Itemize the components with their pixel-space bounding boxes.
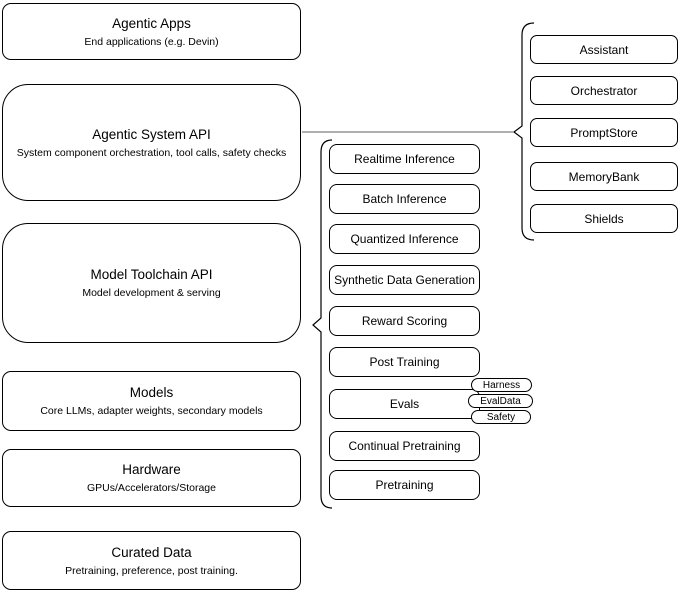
- node-evals: Evals: [329, 389, 480, 419]
- evals-tag-evaldata: EvalData: [468, 394, 533, 408]
- components-brace: [513, 22, 535, 241]
- node-label: Assistant: [579, 42, 629, 57]
- node-label: Evals: [389, 397, 420, 411]
- node-continual-pretraining: Continual Pretraining: [329, 431, 480, 461]
- tag-label: EvalData: [480, 395, 521, 407]
- node-label: Post Training: [369, 355, 440, 369]
- node-label: Pretraining: [375, 478, 434, 492]
- toolchain-brace: [312, 139, 333, 509]
- node-label: Reward Scoring: [361, 314, 448, 328]
- node-subtitle: System component orchestration, tool cal…: [16, 146, 287, 159]
- node-label: Shields: [584, 211, 624, 226]
- node-label: Batch Inference: [362, 192, 447, 206]
- node-label: Quantized Inference: [350, 232, 459, 246]
- node-label: Synthetic Data Generation: [334, 273, 475, 287]
- node-title: Curated Data: [111, 544, 192, 560]
- node-title: Agentic Apps: [112, 15, 191, 31]
- node-pretraining: Pretraining: [329, 470, 480, 500]
- node-title: Models: [129, 385, 174, 400]
- node-assistant: Assistant: [530, 35, 678, 64]
- node-agentic-system-api: Agentic System API System component orch…: [2, 84, 301, 201]
- node-subtitle: Core LLMs, adapter weights, secondary mo…: [40, 405, 263, 417]
- node-reward-scoring: Reward Scoring: [329, 306, 480, 336]
- tag-label: Harness: [482, 379, 521, 391]
- node-post-training: Post Training: [329, 347, 480, 377]
- node-models: Models Core LLMs, adapter weights, secon…: [2, 371, 301, 431]
- node-title: Hardware: [122, 462, 181, 477]
- node-label: Orchestrator: [570, 83, 638, 98]
- node-label: Realtime Inference: [354, 152, 455, 166]
- node-agentic-apps: Agentic Apps End applications (e.g. Devi…: [2, 3, 301, 60]
- node-orchestrator: Orchestrator: [530, 76, 678, 105]
- node-label: Continual Pretraining: [348, 439, 461, 453]
- node-realtime-inference: Realtime Inference: [329, 144, 480, 174]
- node-shields: Shields: [530, 204, 678, 233]
- node-label: PromptStore: [570, 125, 638, 140]
- node-title: Model Toolchain API: [90, 267, 213, 282]
- node-quantized-inference: Quantized Inference: [329, 224, 480, 254]
- node-synthetic-data-generation: Synthetic Data Generation: [329, 265, 480, 295]
- node-subtitle: GPUs/Accelerators/Storage: [87, 482, 216, 494]
- node-subtitle: End applications (e.g. Devin): [84, 35, 219, 48]
- node-subtitle: Pretraining, preference, post training.: [65, 564, 238, 577]
- node-promptstore: PromptStore: [530, 118, 678, 147]
- node-subtitle: Model development & serving: [82, 287, 221, 299]
- tag-label: Safety: [486, 411, 516, 423]
- node-title: Agentic System API: [92, 126, 211, 142]
- node-model-toolchain-api: Model Toolchain API Model development & …: [2, 223, 301, 343]
- node-curated-data: Curated Data Pretraining, preference, po…: [2, 531, 301, 590]
- node-memorybank: MemoryBank: [530, 162, 678, 191]
- node-label: MemoryBank: [568, 169, 640, 184]
- evals-tag-harness: Harness: [471, 378, 532, 392]
- node-batch-inference: Batch Inference: [329, 184, 480, 214]
- node-hardware: Hardware GPUs/Accelerators/Storage: [2, 449, 301, 507]
- evals-tag-safety: Safety: [471, 410, 531, 424]
